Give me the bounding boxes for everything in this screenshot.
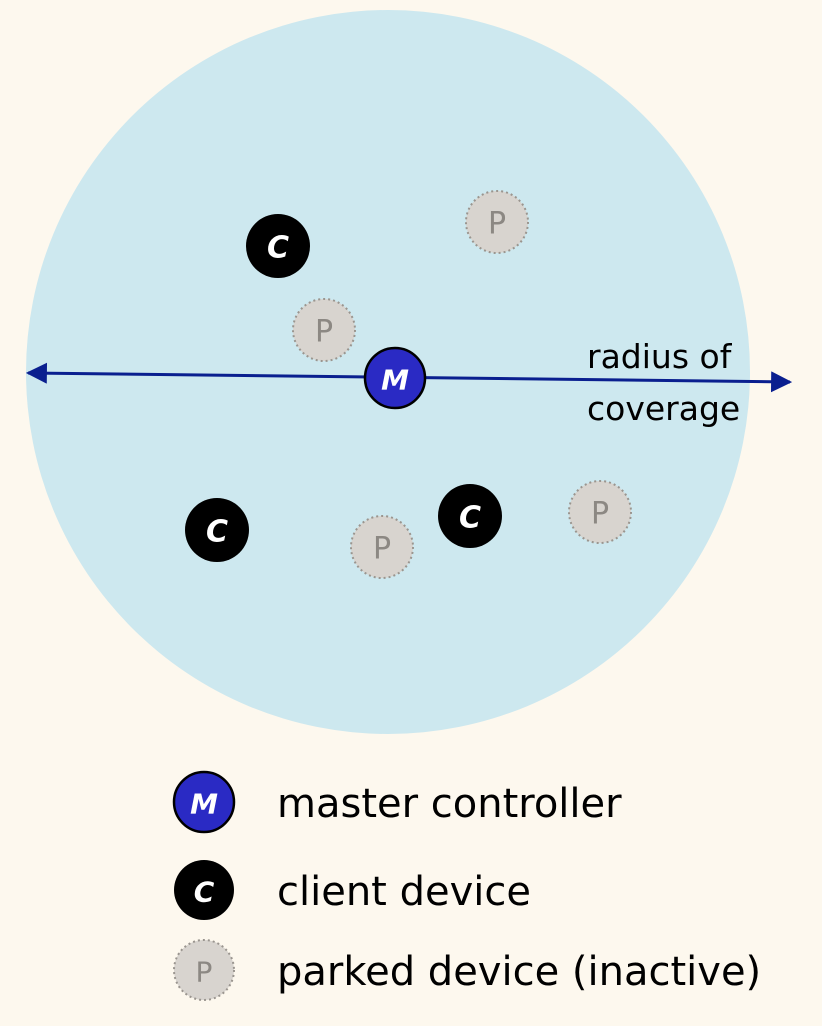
client-device: C bbox=[246, 214, 310, 278]
svg-text:M: M bbox=[381, 364, 409, 397]
parked-device: P bbox=[465, 190, 529, 254]
parked-device: P bbox=[350, 515, 414, 579]
legend-parked-icon: P bbox=[173, 939, 235, 1001]
svg-text:P: P bbox=[315, 315, 333, 350]
svg-text:M: M bbox=[190, 788, 218, 821]
svg-text:C: C bbox=[194, 876, 215, 909]
radius-label-line2: coverage bbox=[587, 389, 740, 428]
radius-label-line1: radius of bbox=[587, 337, 733, 376]
svg-text:C: C bbox=[267, 231, 289, 266]
svg-text:C: C bbox=[459, 501, 481, 536]
svg-text:P: P bbox=[488, 207, 506, 242]
legend: M master controller C client device P pa… bbox=[172, 770, 761, 1001]
legend-master-icon: M bbox=[172, 770, 236, 834]
legend-parked-label: parked device (inactive) bbox=[277, 949, 761, 995]
parked-device: P bbox=[568, 480, 632, 544]
svg-text:P: P bbox=[591, 497, 609, 532]
master-controller: M bbox=[363, 346, 427, 410]
client-device: C bbox=[185, 498, 249, 562]
client-device: C bbox=[438, 484, 502, 548]
svg-text:P: P bbox=[373, 532, 391, 567]
parked-device: P bbox=[292, 298, 356, 362]
svg-text:C: C bbox=[206, 515, 228, 550]
legend-client-icon: C bbox=[174, 860, 234, 920]
legend-client-label: client device bbox=[277, 869, 531, 915]
legend-master-label: master controller bbox=[277, 781, 622, 827]
svg-text:P: P bbox=[196, 956, 213, 989]
